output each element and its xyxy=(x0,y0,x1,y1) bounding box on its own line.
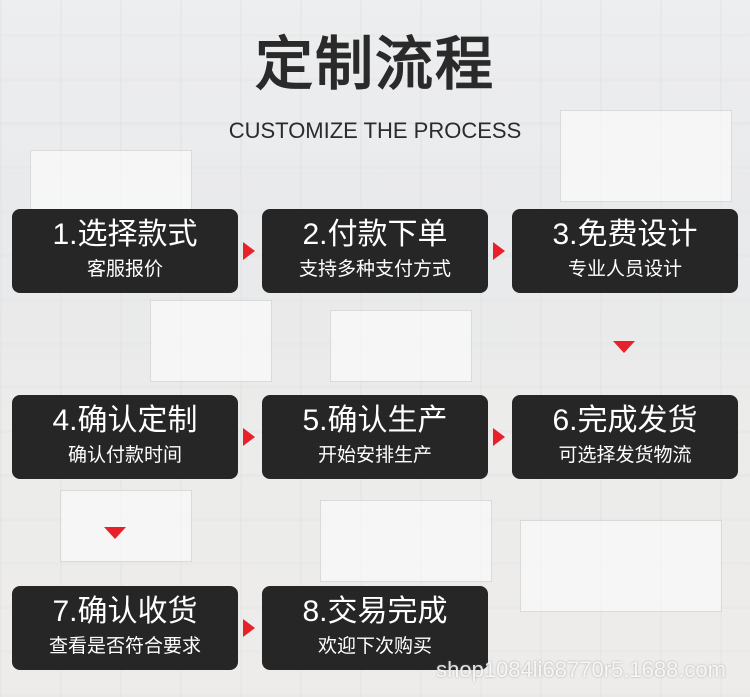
arrow-right-icon xyxy=(243,428,255,446)
step-title: 1.选择款式 xyxy=(52,218,198,251)
page-title: 定制流程 xyxy=(254,30,495,98)
step-1: 1.选择款式 客服报价 xyxy=(12,209,238,293)
arrow-right-icon xyxy=(243,619,255,637)
step-title: 7.确认收货 xyxy=(52,595,198,628)
bg-shelf xyxy=(560,110,732,202)
shop-watermark: shop1084li68770r5.1688.com xyxy=(436,657,726,682)
bg-shelf xyxy=(520,520,722,612)
step-subtitle: 查看是否符合要求 xyxy=(48,635,201,657)
step-3: 3.免费设计 专业人员设计 xyxy=(512,209,738,293)
step-title: 2.付款下单 xyxy=(302,218,448,251)
bg-shelf xyxy=(60,490,192,562)
step-subtitle: 欢迎下次购买 xyxy=(317,635,432,657)
arrow-right-icon xyxy=(243,242,255,260)
step-8: 8.交易完成 欢迎下次购买 xyxy=(262,586,488,670)
page-subtitle: CUSTOMIZE THE PROCESS xyxy=(228,118,522,143)
step-6: 6.完成发货 可选择发货物流 xyxy=(512,395,738,479)
step-title: 5.确认生产 xyxy=(302,404,448,437)
step-title: 3.免费设计 xyxy=(552,218,698,251)
step-subtitle: 支持多种支付方式 xyxy=(298,258,451,280)
step-title: 4.确认定制 xyxy=(52,404,198,437)
arrow-right-icon xyxy=(493,428,505,446)
step-subtitle: 开始安排生产 xyxy=(317,444,432,466)
step-2: 2.付款下单 支持多种支付方式 xyxy=(262,209,488,293)
step-subtitle: 客服报价 xyxy=(86,258,163,280)
step-subtitle: 可选择发货物流 xyxy=(558,444,692,466)
bg-shelf xyxy=(30,150,192,212)
arrow-right-icon xyxy=(493,242,505,260)
step-subtitle: 专业人员设计 xyxy=(567,258,682,280)
step-title: 6.完成发货 xyxy=(552,404,698,437)
step-subtitle: 确认付款时间 xyxy=(67,444,182,466)
arrow-down-icon xyxy=(613,341,635,353)
step-title: 8.交易完成 xyxy=(302,595,448,628)
bg-shelf xyxy=(320,500,492,582)
step-7: 7.确认收货 查看是否符合要求 xyxy=(12,586,238,670)
step-5: 5.确认生产 开始安排生产 xyxy=(262,395,488,479)
bg-shelf xyxy=(150,300,272,382)
arrow-down-icon xyxy=(104,527,126,539)
step-4: 4.确认定制 确认付款时间 xyxy=(12,395,238,479)
bg-shelf xyxy=(330,310,472,382)
